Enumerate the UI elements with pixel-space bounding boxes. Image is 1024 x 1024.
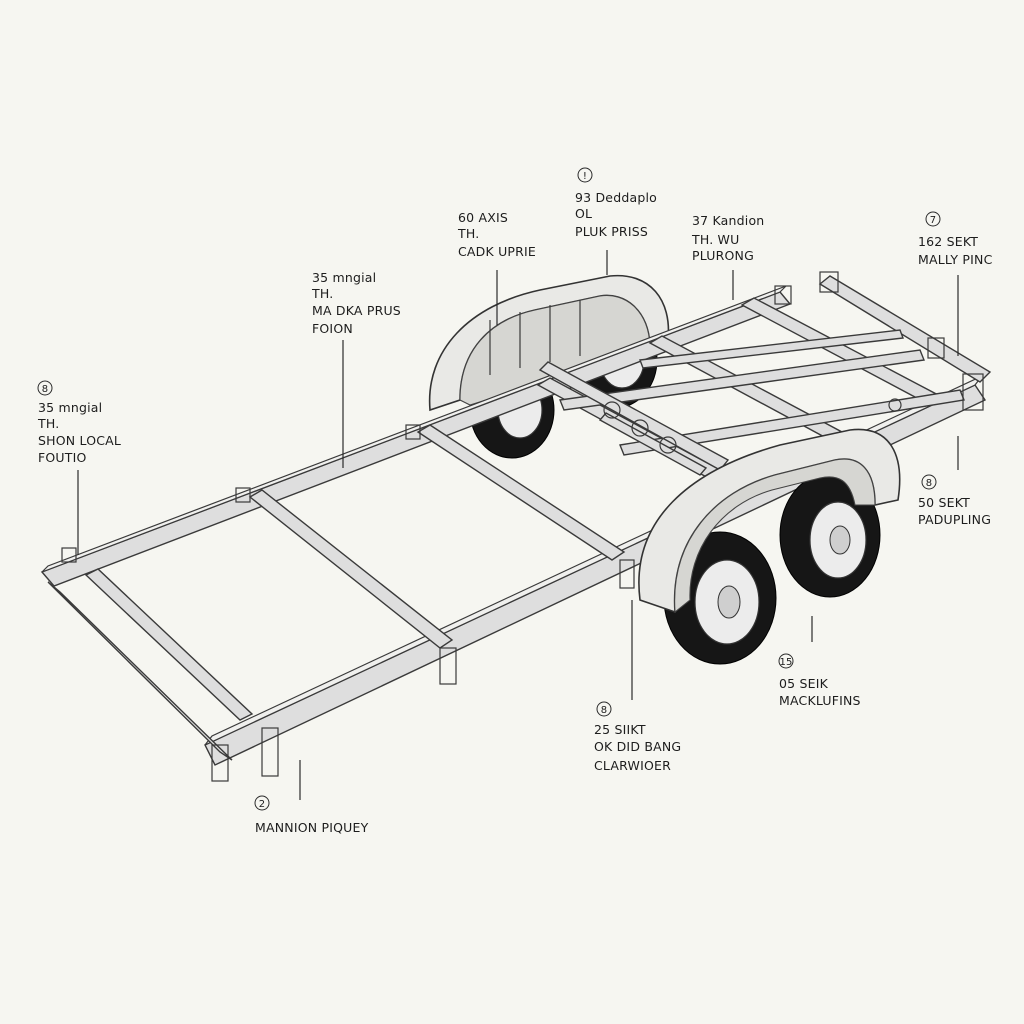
svg-text:15: 15	[779, 657, 792, 668]
callout-kandion-line3: PLURONG	[692, 248, 754, 263]
callout-seik-line2: MACKLUFINS	[779, 693, 861, 708]
callout-deddaplo-line3: PLUK PRISS	[575, 224, 648, 239]
callout-deddaplo-line2: OL	[575, 206, 592, 221]
callout-marker: 7	[925, 211, 941, 227]
callout-deddaplo-line1: 93 Deddaplo	[575, 190, 657, 205]
callout-axis-line2: TH.	[457, 226, 479, 241]
callout-siikt-line3: CLARWIOER	[594, 758, 671, 773]
rear-wheel-assembly-near	[638, 428, 901, 665]
callout-mannion-line1: MANNION PIQUEY	[255, 820, 369, 835]
leader-lines	[77, 250, 959, 800]
callout-kandion-line2: TH. WU	[691, 232, 739, 247]
callout-deddaplo: ! 93 Deddaplo OL PLUK PRISS	[575, 167, 657, 239]
callout-marker: 2	[254, 795, 270, 811]
callout-mngial-lower-line3: SHON LOCAL	[38, 433, 121, 448]
callout-sekt-side: 8 50 SEKT PADUPLING	[918, 474, 991, 527]
svg-text:8: 8	[42, 384, 49, 395]
callout-seik-line1: 05 SEIK	[779, 676, 829, 691]
callouts: 60 AXIS TH. CADK UPRIE ! 93 Deddaplo OL …	[37, 167, 993, 835]
callout-sekt-front: 7 162 SEKT MALLY PINC	[918, 211, 993, 267]
callout-mngial-lower-line4: FOUTIO	[38, 450, 87, 465]
callout-marker: 8	[921, 474, 937, 490]
callout-mngial-upper-line2: TH.	[311, 286, 333, 301]
callout-mngial-lower-line2: TH.	[37, 416, 59, 431]
callout-mngial-upper-line4: FOION	[312, 321, 353, 336]
callout-mngial-lower-line1: 35 mngial	[38, 400, 102, 415]
callout-mannion: 2 MANNION PIQUEY	[254, 795, 369, 835]
svg-text:!: !	[583, 171, 587, 182]
svg-text:7: 7	[930, 215, 937, 226]
callout-marker: 15	[778, 653, 794, 669]
callout-mngial-upper-line1: 35 mngial	[312, 270, 376, 285]
callout-sekt-side-line2: PADUPLING	[918, 512, 991, 527]
callout-sekt-front-line2: MALLY PINC	[918, 252, 993, 267]
svg-text:8: 8	[926, 478, 933, 489]
callout-siikt-line2: OK DID BANG	[594, 739, 681, 754]
callout-marker: !	[577, 167, 593, 183]
callout-seik: 15 05 SEIK MACKLUFINS	[778, 653, 861, 708]
callout-axis-line1: 60 AXIS	[458, 210, 508, 225]
callout-marker: 8	[596, 701, 612, 717]
callout-siikt-line1: 25 SIIKT	[594, 722, 646, 737]
callout-axis-line3: CADK UPRIE	[458, 244, 536, 259]
callout-mngial-upper-line3: MA DKA PRUS	[312, 303, 401, 318]
callout-mngial-lower: 8 35 mngial TH. SHON LOCAL FOUTIO	[37, 380, 121, 465]
callout-siikt: 8 25 SIIKT OK DID BANG CLARWIOER	[594, 701, 681, 773]
svg-text:8: 8	[601, 705, 608, 716]
callout-sekt-side-line1: 50 SEKT	[918, 495, 970, 510]
callout-sekt-front-line1: 162 SEKT	[918, 234, 978, 249]
callout-axis: 60 AXIS TH. CADK UPRIE	[457, 210, 536, 259]
callout-kandion-line1: 37 Kandion	[692, 213, 764, 228]
callout-marker: 8	[37, 380, 53, 396]
callout-mngial-upper: 35 mngial TH. MA DKA PRUS FOION	[311, 270, 401, 336]
callout-kandion: 37 Kandion TH. WU PLURONG	[691, 213, 764, 263]
svg-text:2: 2	[259, 799, 266, 810]
